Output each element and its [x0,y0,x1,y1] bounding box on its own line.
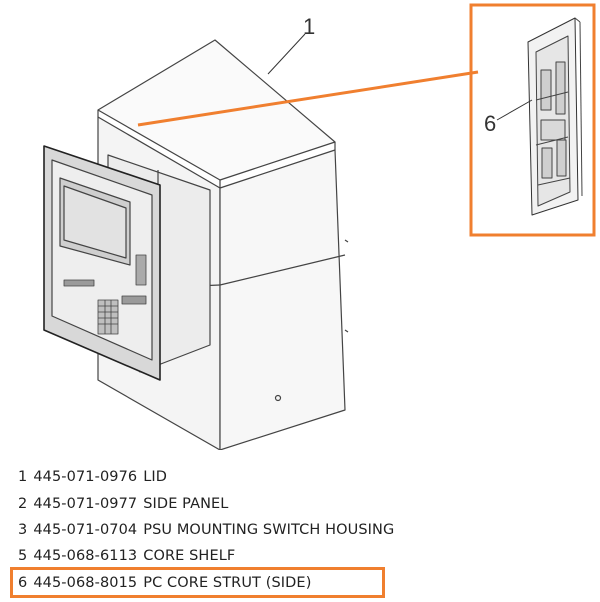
part-code: 445-071-0976 [33,469,138,485]
exploded-parts-diagram: 1 6 [43,3,596,450]
part-description: LID [143,469,168,485]
part-code: 445-071-0704 [33,522,138,538]
callout-6-leader [496,99,533,121]
highlighted-part-box [10,567,385,598]
pc-core-strut-part [527,17,583,216]
parts-list-item: 2 445-071-0977 SIDE PANEL [18,493,229,515]
lid-part [97,39,336,188]
parts-list-item: 3 445-071-0704 PSU MOUNTING SWITCH HOUSING [18,519,394,541]
parts-list-item: 1 445-071-0976 LID [18,466,167,488]
callout-1-leader [267,33,306,75]
part-number-index: 3 [18,522,28,538]
part-description: PSU MOUNTING SWITCH HOUSING [143,522,395,538]
part-code: 445-071-0977 [33,496,138,512]
detail-highlight-box [469,3,596,237]
parts-list-item: 5 445-068-6113 CORE SHELF [18,545,235,567]
part-number-index: 2 [18,496,28,512]
callout-6-label: 6 [484,111,496,136]
highlight-pointer-line [137,70,479,127]
part-code: 445-068-6113 [33,548,138,564]
part-number-index: 5 [18,548,28,564]
parts-list-item-highlighted: 6 445-068-8015 PC CORE STRUT (SIDE) [18,572,311,594]
side-panel-part [219,149,346,450]
callout-1-label: 1 [303,14,315,39]
front-fascia [43,145,161,381]
parts-list: 1 445-071-0976 LID 2 445-071-0977 SIDE PANEL… [0,460,600,602]
part-number-index: 1 [18,469,28,485]
part-code: 445-068-8015 [33,575,138,591]
part-description: PC CORE STRUT (SIDE) [143,575,312,591]
part-description: CORE SHELF [143,548,236,564]
part-description: SIDE PANEL [143,496,229,512]
part-number-index: 6 [18,575,28,591]
